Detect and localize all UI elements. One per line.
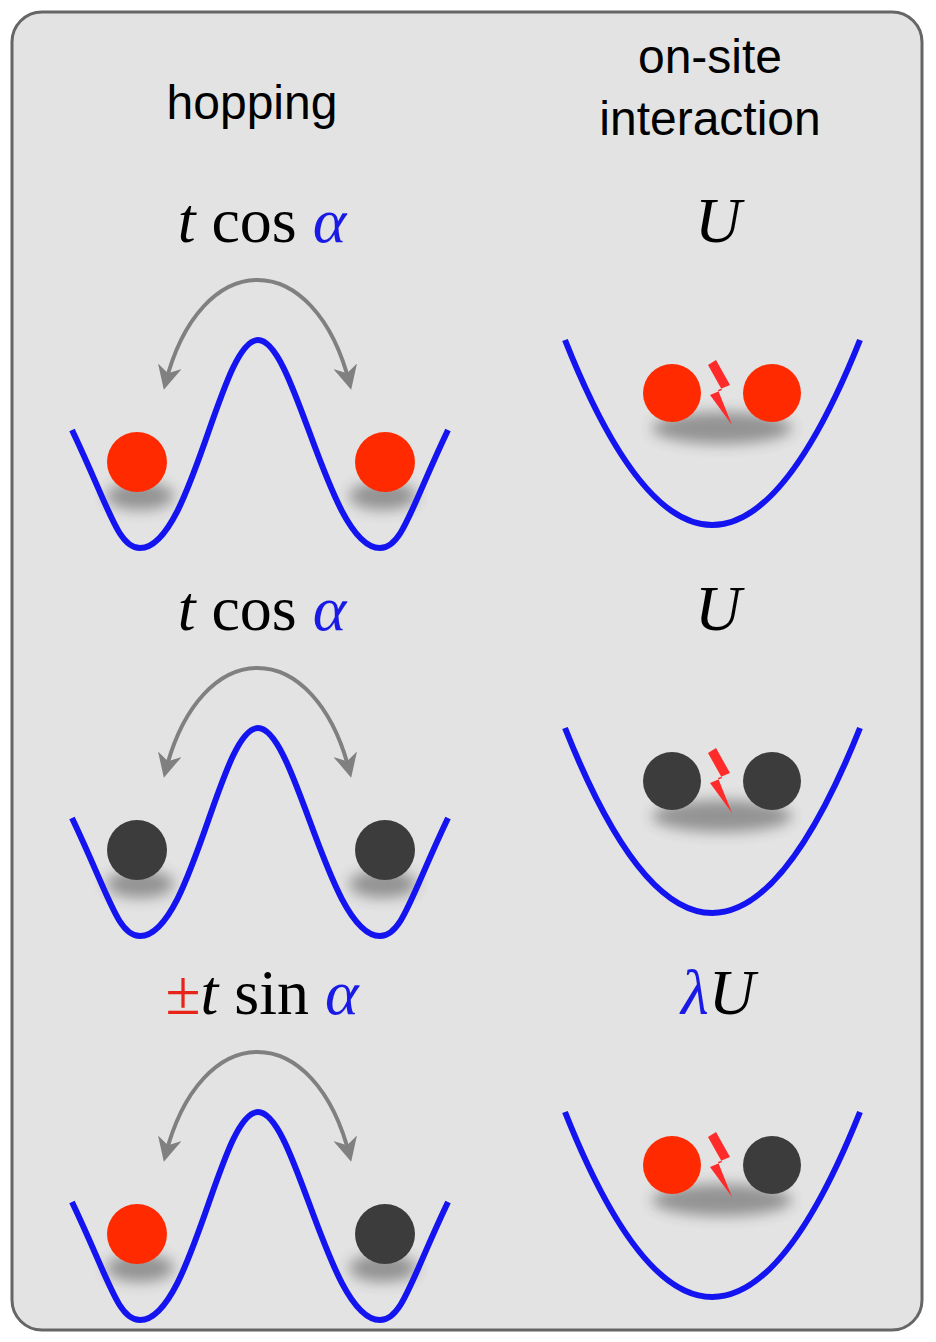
interaction-strength: U (695, 184, 741, 258)
hopping-amplitude: t cos α (178, 184, 347, 258)
row-dark (72, 668, 860, 936)
row-red (72, 280, 860, 548)
interaction-strength: U (695, 572, 741, 646)
column-header: hopping (92, 72, 412, 134)
row-mixed (72, 1052, 860, 1320)
panel (12, 12, 922, 1330)
hopping-amplitude: t cos α (178, 572, 347, 646)
column-header: on-site interaction (550, 26, 870, 150)
interaction-strength: λU (681, 956, 755, 1030)
hopping-amplitude: ±t sin α (165, 956, 358, 1030)
